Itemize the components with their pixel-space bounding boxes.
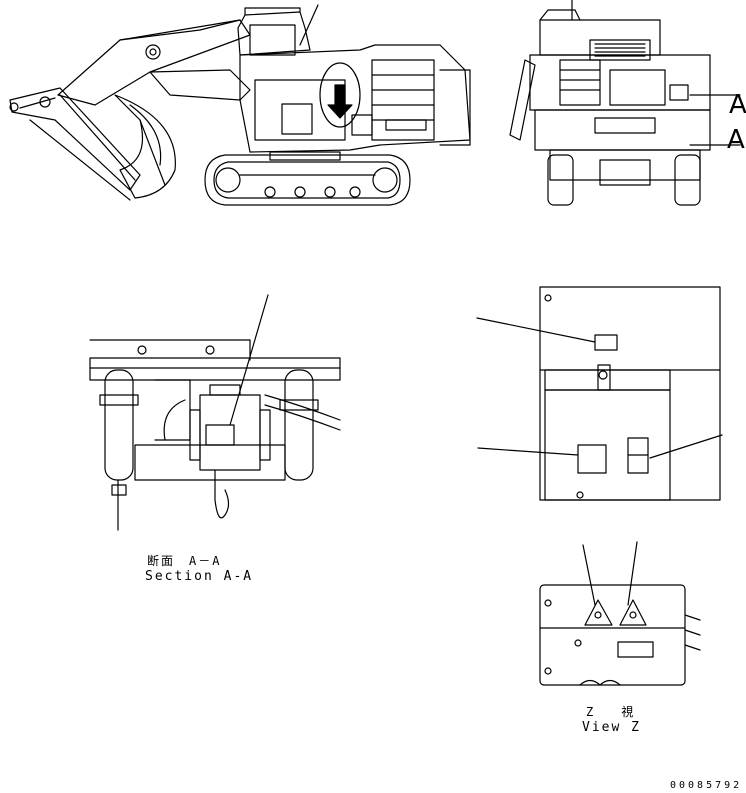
view-z-detail <box>540 542 700 685</box>
drawing-number: 00085792 <box>670 780 743 791</box>
section-a-label-english: Section A-A <box>145 569 254 584</box>
section-marker-a-top: A <box>729 90 746 120</box>
view-z-label-english: View Z <box>582 720 641 735</box>
section-marker-a-bottom: A <box>727 125 745 155</box>
section-a-label-japanese: 断面 A－A <box>147 554 222 568</box>
excavator-side-view <box>10 5 470 205</box>
section-a-a-detail <box>90 295 340 530</box>
excavator-front-view <box>510 0 740 205</box>
panel-detail-view <box>477 287 722 500</box>
view-z-label-japanese: Z 視 <box>586 705 642 719</box>
